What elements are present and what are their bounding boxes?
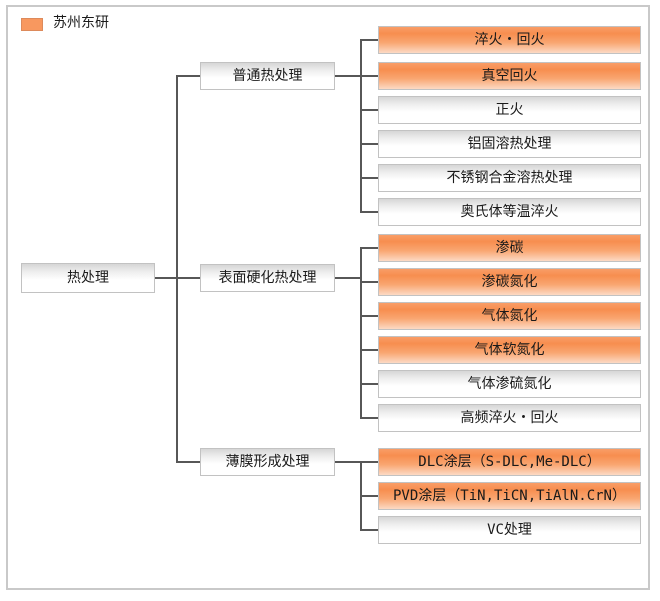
connector [362, 349, 378, 351]
connector [335, 75, 362, 77]
connector [362, 75, 378, 77]
connector [335, 461, 362, 463]
leaf-node: DLC涂层（S-DLC,Me-DLC） [378, 448, 641, 476]
leaf-node: 气体软氮化 [378, 336, 641, 364]
connector [362, 417, 378, 419]
leaf-node: 高频淬火・回火 [378, 404, 641, 432]
connector [178, 461, 200, 463]
branch-node-thin-film: 薄膜形成处理 [200, 448, 335, 476]
connector [362, 143, 378, 145]
leaf-node: VC处理 [378, 516, 641, 544]
leaf-node: 淬火・回火 [378, 26, 641, 54]
connector [362, 281, 378, 283]
connector [335, 277, 362, 279]
branch-node-ordinary: 普通热处理 [200, 62, 335, 90]
connector [155, 277, 177, 279]
connector [362, 39, 378, 41]
legend-label: 苏州东研 [53, 15, 109, 31]
connector [360, 461, 362, 531]
connector [360, 247, 362, 419]
leaf-node: 铝固溶热处理 [378, 130, 641, 158]
connector [178, 75, 200, 77]
leaf-node: 渗碳氮化 [378, 268, 641, 296]
connector [178, 277, 200, 279]
leaf-node: 渗碳 [378, 234, 641, 262]
branch-node-surface-hardening: 表面硬化热处理 [200, 264, 335, 292]
leaf-node: 气体氮化 [378, 302, 641, 330]
connector [362, 461, 378, 463]
leaf-node: 奥氏体等温淬火 [378, 198, 641, 226]
connector [362, 177, 378, 179]
connector [362, 109, 378, 111]
leaf-node: 气体渗硫氮化 [378, 370, 641, 398]
root-node: 热处理 [21, 263, 155, 293]
leaf-node: 不锈钢合金溶热处理 [378, 164, 641, 192]
connector [362, 315, 378, 317]
connector [362, 495, 378, 497]
connector [360, 39, 362, 213]
legend-highlight-swatch [21, 18, 43, 31]
leaf-node: 真空回火 [378, 62, 641, 90]
leaf-node: 正火 [378, 96, 641, 124]
connector [362, 529, 378, 531]
leaf-node: PVD涂层（TiN,TiCN,TiAlN.CrN） [378, 482, 641, 510]
connector [362, 211, 378, 213]
connector [362, 383, 378, 385]
connector [176, 75, 178, 463]
connector [362, 247, 378, 249]
